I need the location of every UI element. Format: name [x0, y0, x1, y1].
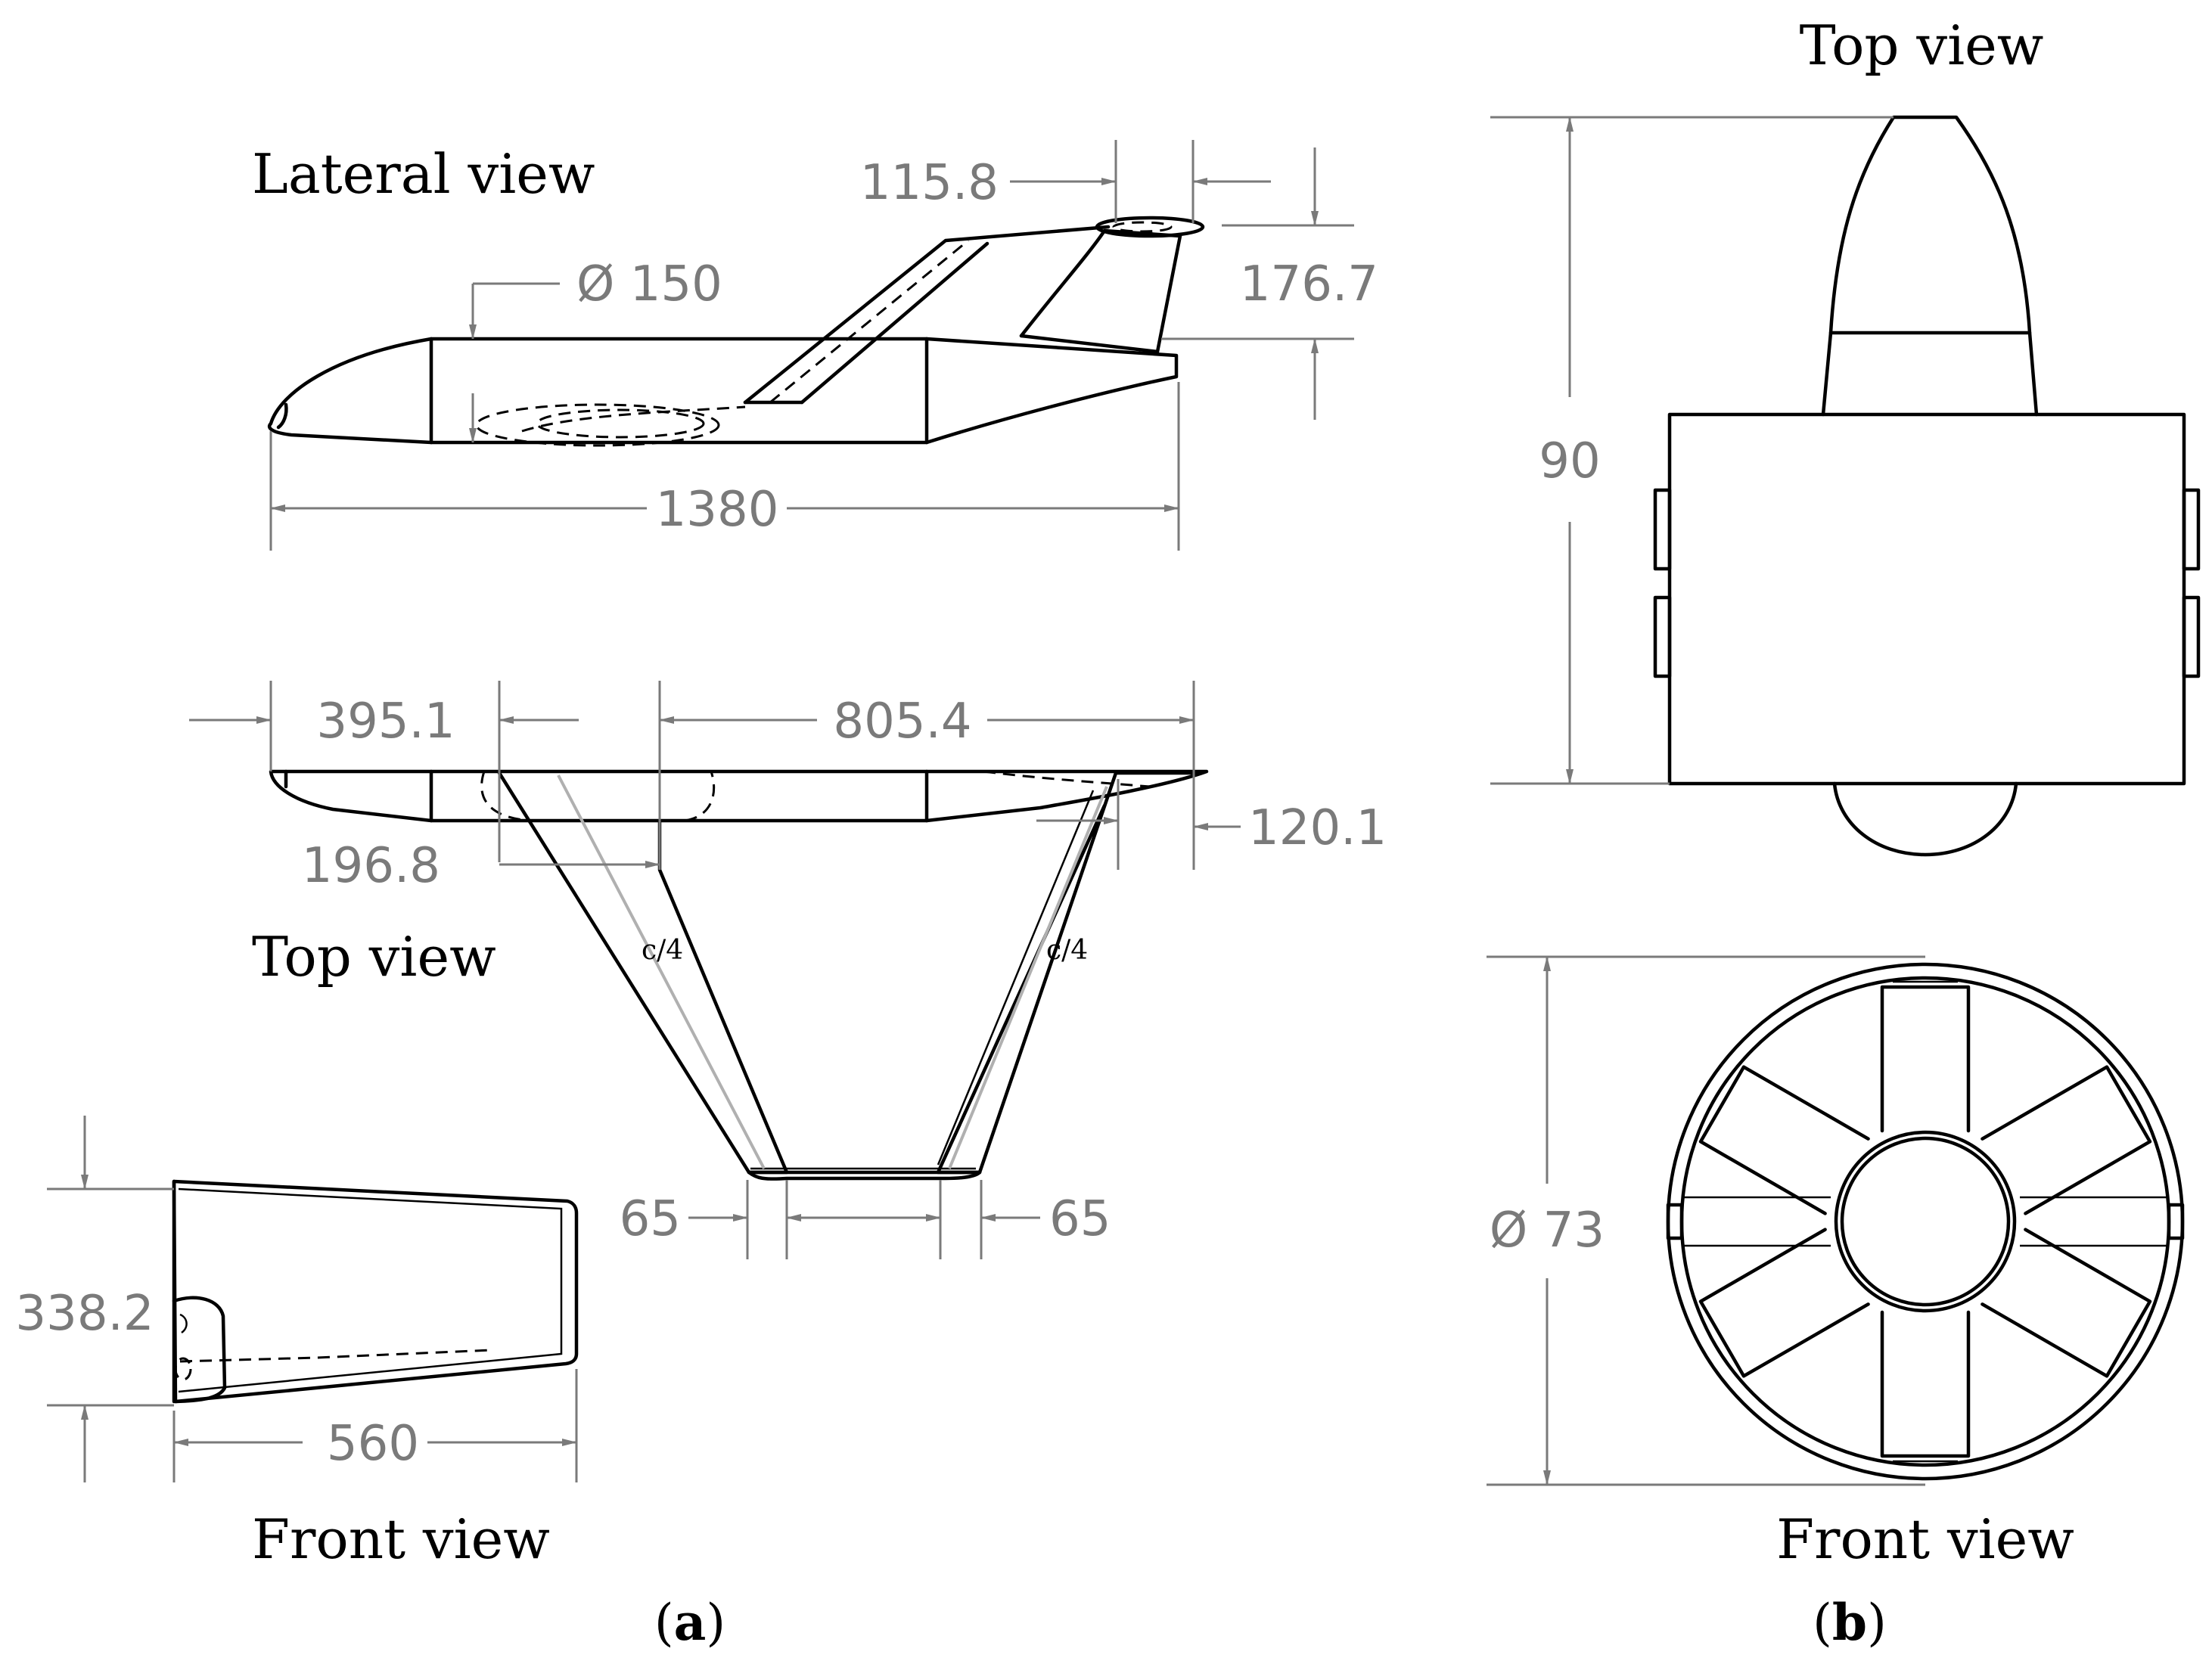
- edf-top-view-title: Top view: [1800, 14, 2044, 77]
- edf-top-body: [1653, 115, 2201, 857]
- caption-b-close: ): [1867, 1594, 1887, 1652]
- top-view-title: Top view: [252, 925, 496, 989]
- dim-tail-root: 120.1: [1248, 800, 1387, 856]
- front-dimensions: 338.2 560: [15, 1116, 578, 1482]
- lateral-view-title: Lateral view: [252, 142, 595, 206]
- edf-front-view-title: Front view: [1776, 1507, 2074, 1571]
- dim-tail-tip-chord: 115.8: [860, 155, 999, 211]
- panel-a: Lateral view: [15, 140, 1387, 1652]
- dim-tail-height: 176.7: [1240, 256, 1378, 312]
- dim-tip-right: 65: [1049, 1191, 1111, 1247]
- fan-blades: [1698, 980, 2152, 1463]
- quarter-chord-right: c/4: [1046, 935, 1088, 966]
- caption-b-open: (: [1813, 1594, 1832, 1652]
- lateral-fuselage: [267, 216, 1205, 447]
- caption-a-letter: a: [674, 1593, 707, 1652]
- top-dimensions: 395.1 805.4 196.8 120.1: [189, 681, 1387, 1259]
- dim-nose-to-wing: 395.1: [316, 694, 455, 750]
- dim-front-width: 560: [327, 1416, 419, 1472]
- lateral-dimensions: 1380 Ø 150 115.8 176.7: [269, 140, 1378, 551]
- edf-top-dimensions: 90: [1490, 116, 1894, 785]
- dim-semi-span: 805.4: [833, 694, 971, 750]
- quarter-chord-left: c/4: [642, 935, 683, 966]
- top-wing: [497, 771, 1198, 1181]
- dim-edf-length: 90: [1539, 433, 1600, 489]
- dim-fuselage-diameter: Ø 150: [576, 256, 722, 312]
- dim-front-height: 338.2: [15, 1286, 154, 1342]
- edf-front-view: Front view: [1487, 955, 2185, 1571]
- panel-b: Top view 90 Front view: [1487, 14, 2201, 1652]
- lateral-view: Lateral view: [252, 140, 1378, 551]
- dim-edf-diameter: Ø 73: [1490, 1203, 1605, 1259]
- edf-fan: [1666, 962, 2185, 1481]
- dim-fuselage-length: 1380: [656, 482, 779, 538]
- dim-wing-root-chord: 196.8: [302, 838, 440, 894]
- front-fuselage: [172, 1179, 579, 1404]
- edf-front-dimensions: Ø 73: [1487, 955, 1925, 1486]
- top-view: Top view c/4 c/4: [189, 681, 1387, 1259]
- top-fuselage: [269, 769, 1209, 823]
- front-view-title: Front view: [252, 1507, 550, 1571]
- caption-a-close: ): [706, 1594, 725, 1652]
- front-view: Front view 338.2: [15, 1116, 579, 1571]
- caption-a-open: (: [654, 1594, 674, 1652]
- caption-b: (b): [1813, 1593, 1887, 1652]
- edf-top-view: Top view 90: [1490, 14, 2201, 857]
- caption-a: (a): [654, 1593, 725, 1652]
- dim-tip-left: 65: [620, 1191, 681, 1247]
- caption-b-letter: b: [1832, 1593, 1867, 1652]
